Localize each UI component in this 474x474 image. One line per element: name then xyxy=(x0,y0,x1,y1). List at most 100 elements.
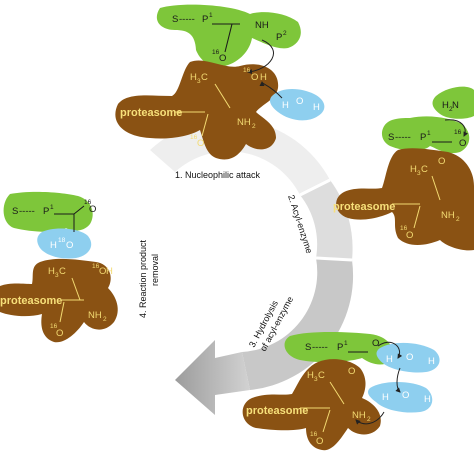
atom-label: C xyxy=(201,72,208,83)
atom-label: 1 xyxy=(209,12,213,19)
water-blob-2 xyxy=(368,382,433,413)
cycle-arrow-segment xyxy=(242,258,354,390)
atom-label: P xyxy=(276,32,282,43)
bond-line xyxy=(431,175,441,201)
atom-label: O xyxy=(406,352,413,363)
atom-label: 1 xyxy=(427,130,431,137)
bond-line xyxy=(59,301,65,323)
atom-label: H xyxy=(410,164,417,175)
atom-label: O xyxy=(296,96,303,107)
atom-label: 3 xyxy=(314,376,318,383)
bond-line xyxy=(322,409,331,433)
bond-line xyxy=(201,113,209,137)
proteasome-label: proteasome xyxy=(0,295,62,307)
atom-label: 1 xyxy=(344,340,348,347)
atom-label: H xyxy=(260,72,267,83)
atom-label: 16 xyxy=(190,134,198,141)
cycle-arrow xyxy=(150,119,354,415)
bond-line xyxy=(214,83,231,109)
atom-label: 16 xyxy=(454,129,462,136)
substrate-leaving-blob xyxy=(432,86,474,119)
atom-label: NH xyxy=(255,20,269,31)
enzyme-blob xyxy=(242,359,381,451)
atom-label: 2 xyxy=(367,416,371,423)
atom-label: 2 xyxy=(283,30,287,37)
water-blob xyxy=(270,89,325,121)
atom-label: 3 xyxy=(197,78,201,85)
bond-line xyxy=(329,381,345,405)
step-4-label-b: removal xyxy=(150,254,160,286)
atom-label: C xyxy=(421,164,428,175)
atom-label: ----- xyxy=(19,206,35,217)
curved-electron-arrow xyxy=(247,39,274,75)
atom-label: O xyxy=(316,436,323,447)
atom-label: H xyxy=(424,394,431,405)
atom-label: O xyxy=(402,390,409,401)
curved-electron-arrow xyxy=(377,341,403,359)
atom-label: S xyxy=(388,132,394,143)
bond-line xyxy=(315,256,353,262)
bond-line xyxy=(224,23,233,53)
atom-label: H xyxy=(50,240,57,251)
atom-label: 2 xyxy=(252,123,256,130)
atom-label: O xyxy=(56,328,63,339)
atom-label: 18 xyxy=(58,237,66,244)
atom-label: NH xyxy=(441,210,455,221)
state-1-enzyme-substrate: S ----- P 1 NH P 2 16 O H 3 C 16 O H pro… xyxy=(115,4,325,160)
atom-label: O xyxy=(438,156,445,167)
water-blob xyxy=(37,228,92,259)
atom-label: 2 xyxy=(456,216,460,223)
atom-label: O xyxy=(219,53,226,64)
atom-label: H xyxy=(190,72,197,83)
state-2-acyl-enzyme: H 2 N S ----- P 1 16 O H 3 C O proteasom… xyxy=(333,86,474,251)
atom-label: P xyxy=(43,206,49,217)
atom-label: 1 xyxy=(50,204,54,211)
atom-label: H xyxy=(382,392,389,403)
atom-label: 2 xyxy=(103,316,107,323)
cycle-arrow-segment xyxy=(150,119,330,195)
atom-label: 3 xyxy=(55,272,59,279)
atom-label: O xyxy=(66,240,73,251)
proteasome-label: proteasome xyxy=(120,107,182,119)
atom-label: NH xyxy=(237,117,251,128)
atom-label: H xyxy=(442,100,449,111)
curved-electron-arrow xyxy=(355,411,385,425)
substrate-blob xyxy=(284,332,394,365)
atom-label: O xyxy=(406,230,413,241)
atom-label: H xyxy=(386,354,393,365)
atom-label: ----- xyxy=(179,14,195,25)
atom-label: H xyxy=(282,100,289,111)
substrate-blob xyxy=(3,191,93,232)
atom-label: H xyxy=(313,102,320,113)
atom-label: O xyxy=(459,138,466,149)
atom-label: 16 xyxy=(212,49,220,56)
curved-electron-arrow xyxy=(444,119,469,137)
proteasome-label: proteasome xyxy=(246,405,308,417)
enzyme-blob xyxy=(0,258,118,343)
bond-line xyxy=(71,277,81,301)
state-4-product-release: S ----- P 1 16 O H 18 O H 3 C 16 O H pro… xyxy=(0,191,118,343)
atom-label: NH xyxy=(88,310,102,321)
atom-label: S xyxy=(305,342,311,353)
atom-label: H xyxy=(428,356,435,367)
atom-label: P xyxy=(202,14,208,25)
atom-label: O xyxy=(99,266,106,277)
atom-label: N xyxy=(452,100,459,111)
bond-line xyxy=(413,205,421,229)
atom-label: 16 xyxy=(400,225,408,232)
bond-line xyxy=(299,178,331,197)
atom-label: H xyxy=(48,266,55,277)
bond-line xyxy=(73,205,85,215)
atom-label: 2 xyxy=(449,106,453,113)
atom-label: S xyxy=(172,14,178,25)
atom-label: O xyxy=(197,138,204,149)
atom-label: ----- xyxy=(395,132,411,143)
atom-label: 3 xyxy=(417,170,421,177)
atom-label: O xyxy=(251,72,258,83)
atom-label: 16 xyxy=(92,263,100,270)
atom-label: O xyxy=(372,338,379,349)
atom-label: O xyxy=(89,204,96,215)
enzyme-blob xyxy=(115,60,279,160)
atom-label: O xyxy=(348,366,355,377)
